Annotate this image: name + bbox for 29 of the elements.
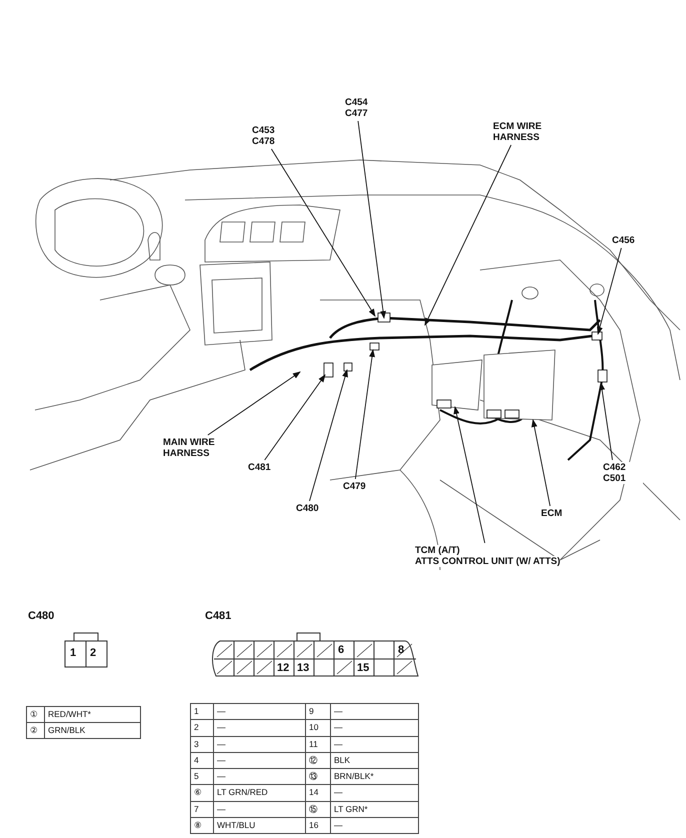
pin-number: 2 — [90, 647, 96, 659]
table-cell: ② — [26, 722, 45, 739]
connector-title: C480 — [28, 610, 54, 622]
pin-number: 13 — [297, 662, 310, 674]
leader-line — [531, 419, 551, 506]
leader-line — [354, 349, 376, 480]
leader-line — [424, 144, 512, 326]
table-cell: — — [330, 703, 419, 720]
leader-line — [264, 374, 326, 460]
pin-number: 1 — [70, 647, 76, 659]
leader-line — [599, 382, 613, 460]
leader-line — [596, 248, 622, 335]
callout-label: C462 C501 — [603, 462, 643, 484]
pin-number: 15 — [357, 662, 370, 674]
leader-line — [358, 120, 386, 319]
pin-number: 8 — [398, 644, 404, 656]
table-cell: RED/WHT* — [44, 706, 141, 723]
table-cell: 1 — [190, 703, 214, 720]
leader-line — [270, 148, 376, 317]
connector-title: C481 — [205, 610, 232, 622]
leader-line — [207, 371, 301, 436]
table-cell: — — [330, 816, 419, 834]
table-cell: GRN/BLK — [44, 722, 141, 739]
callout-label: TCM (A/T) ATTS CONTROL UNIT (W/ ATTS) — [415, 545, 645, 567]
leader-line — [454, 406, 486, 544]
leader-line — [309, 369, 348, 502]
table-cell: ⑧ — [190, 816, 214, 834]
pin-number: 6 — [338, 644, 344, 656]
pin-number: 12 — [277, 662, 290, 674]
